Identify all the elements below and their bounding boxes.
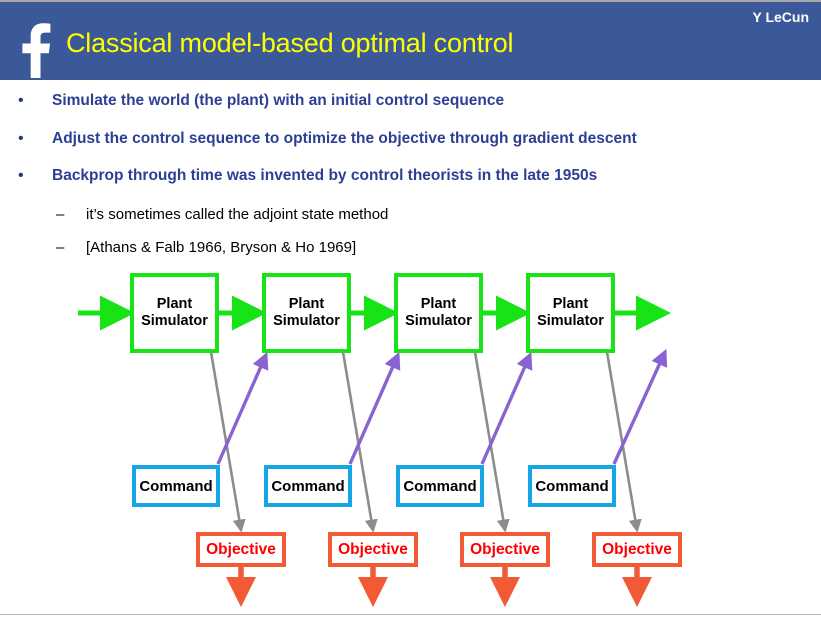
command-label: Command <box>403 477 477 495</box>
slide-header: Classical model-based optimal control Y … <box>0 2 821 80</box>
plant-label-line2: Simulator <box>537 313 604 329</box>
bullet-item-3: • Backprop through time was invented by … <box>18 167 597 185</box>
objective-node-1[interactable]: Objective <box>196 532 286 567</box>
plant-label-line1: Plant <box>156 295 193 312</box>
page-title: Classical model-based optimal control <box>66 28 514 58</box>
bullet-item-1: • Simulate the world (the plant) with an… <box>18 92 504 110</box>
top-rule <box>0 0 821 2</box>
sub-bullet-text: it’s sometimes called the adjoint state … <box>86 206 389 223</box>
plant-label-line2: Simulator <box>141 313 208 329</box>
sub-bullet-marker: – <box>56 206 65 223</box>
plant-simulator-node-2[interactable]: Plant Simulator <box>262 273 351 353</box>
facebook-f-icon <box>14 20 56 78</box>
bullet-text: Adjust the control sequence to optimize … <box>52 130 637 147</box>
sub-bullet-item-2: – [Athans & Falb 1966, Bryson & Ho 1969] <box>56 239 356 256</box>
objective-label: Objective <box>206 540 276 558</box>
command-node-2[interactable]: Command <box>264 465 352 507</box>
bullet-marker: • <box>18 130 24 147</box>
plant-simulator-node-1[interactable]: Plant Simulator <box>130 273 219 353</box>
objective-label: Objective <box>602 540 672 558</box>
sub-bullet-item-1: – it’s sometimes called the adjoint stat… <box>56 206 388 223</box>
sub-bullet-text: [Athans & Falb 1966, Bryson & Ho 1969] <box>86 239 357 256</box>
objective-node-4[interactable]: Objective <box>592 532 682 567</box>
bullet-text: Simulate the world (the plant) with an i… <box>52 92 505 109</box>
plant-label-line2: Simulator <box>273 313 340 329</box>
plant-label-line2: Simulator <box>405 313 472 329</box>
bullet-marker: • <box>18 92 24 109</box>
gradient-arrows <box>216 348 668 465</box>
plant-simulator-node-3[interactable]: Plant Simulator <box>394 273 483 353</box>
plant-label-line1: Plant <box>552 295 589 312</box>
author-label: Y LeCun <box>752 9 809 25</box>
command-label: Command <box>271 477 345 495</box>
bullet-text: Backprop through time was invented by co… <box>52 167 598 184</box>
bullet-item-2: • Adjust the control sequence to optimiz… <box>18 130 637 148</box>
command-label: Command <box>535 477 609 495</box>
objective-node-3[interactable]: Objective <box>460 532 550 567</box>
plant-simulator-node-4[interactable]: Plant Simulator <box>526 273 615 353</box>
objective-label: Objective <box>470 540 540 558</box>
objective-node-2[interactable]: Objective <box>328 532 418 567</box>
plant-label-line1: Plant <box>288 295 325 312</box>
bottom-rule <box>0 614 821 615</box>
objective-label: Objective <box>338 540 408 558</box>
plant-label-line1: Plant <box>420 295 457 312</box>
sub-bullet-marker: – <box>56 239 65 256</box>
command-node-1[interactable]: Command <box>132 465 220 507</box>
command-label: Command <box>139 477 213 495</box>
command-node-4[interactable]: Command <box>528 465 616 507</box>
bullet-marker: • <box>18 167 24 184</box>
output-arrows <box>225 567 653 608</box>
command-node-3[interactable]: Command <box>396 465 484 507</box>
